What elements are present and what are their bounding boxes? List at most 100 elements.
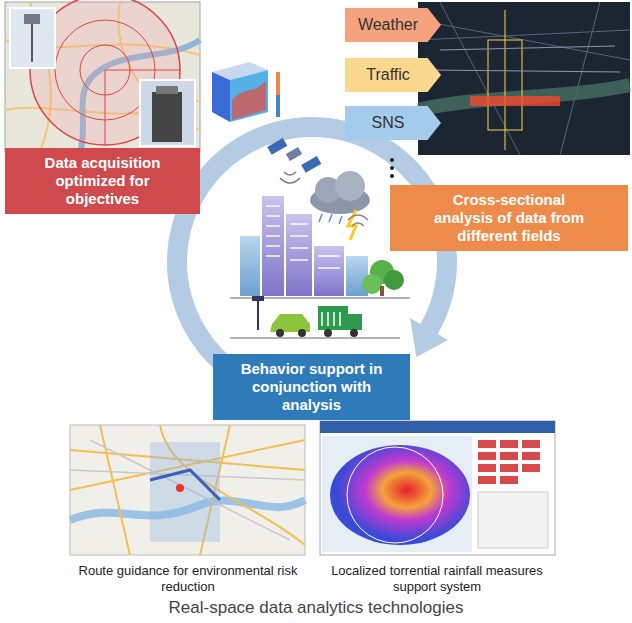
illustration-line [105, 70, 180, 71]
illustration-polygon [230, 70, 268, 122]
cycle-arrow [177, 127, 448, 379]
text-wrap: Data acquisition optimized for objective… [33, 154, 172, 208]
process-box: Cross-sectional analysis of data from di… [390, 185, 628, 251]
illustration-circle [298, 329, 306, 337]
illustration-rect [286, 147, 302, 161]
car [270, 314, 310, 337]
figure-caption: Real-space data analytics technologies [0, 598, 632, 618]
process-box: Data acquisition optimized for objective… [5, 148, 200, 214]
data-cube [212, 62, 280, 122]
illustration-rect [380, 286, 384, 296]
illustration-rect [24, 14, 40, 24]
box-label: Behavior support in conjunction with ana… [231, 360, 392, 414]
illustration-circle [324, 329, 332, 337]
illustration-circle [335, 171, 365, 201]
data-tag: SNS [345, 106, 441, 140]
illustration-rect [267, 138, 287, 155]
illustration-rect [500, 440, 518, 448]
illustration-rect [314, 246, 344, 296]
cloud [310, 171, 370, 240]
illustration-path [418, 2, 630, 155]
tag-arrow [345, 8, 441, 42]
illustration-ellipse [330, 445, 470, 545]
text-wrap: Traffic [366, 65, 410, 84]
illustration-circle [390, 174, 394, 178]
illustration-circle [347, 447, 443, 543]
illustration-path [322, 312, 340, 326]
illustration-rect [478, 492, 548, 548]
process-box: Behavior support in conjunction with ana… [213, 354, 410, 420]
text-wrap: SNS [372, 113, 405, 132]
illustration-path [70, 425, 305, 555]
illustration-polygon [212, 72, 230, 122]
illustration-circle [276, 329, 284, 337]
illustration-rect [320, 421, 555, 433]
illustration-path [266, 206, 340, 268]
illustration-circle [176, 484, 184, 492]
text-wrap: Cross-sectional analysis of data from di… [426, 191, 592, 245]
illustration-rect [522, 452, 540, 460]
text-wrap: Behavior support in conjunction with ana… [231, 360, 392, 414]
illustration-line [257, 300, 259, 330]
illustration-line [230, 338, 400, 339]
illustration-rect [478, 464, 496, 472]
illustration-line [105, 70, 106, 145]
illustration-path [348, 215, 368, 226]
route-map-screenshot [70, 425, 305, 555]
illustration-rect [318, 306, 348, 330]
illustration-path [319, 214, 342, 224]
illustration-path [177, 127, 447, 379]
illustration-rect [152, 92, 182, 142]
illustration-path [232, 80, 266, 120]
illustration-rect [500, 452, 518, 460]
tag-arrow [345, 58, 441, 92]
city-illustration [230, 138, 410, 338]
illustration-rect [418, 2, 630, 155]
illustration-rect [522, 464, 540, 472]
illustration-rect [320, 421, 555, 555]
illustration-rect [478, 440, 496, 448]
illustration-circle [390, 158, 394, 162]
screenshot-label: Localized torrential rainfall measures s… [330, 563, 545, 594]
illustration-path [280, 172, 300, 183]
illustration-rect [348, 314, 362, 330]
illustration-rect [10, 8, 55, 68]
analysis-screenshot [418, 2, 630, 155]
illustration-rect [488, 40, 522, 130]
data-tag: Weather [345, 8, 441, 42]
illustration-path [418, 85, 630, 110]
illustration-path [270, 314, 310, 332]
tag-label: Traffic [366, 65, 410, 84]
text-wrap: Weather [358, 15, 418, 34]
illustration-circle [390, 166, 394, 170]
illustration-circle [362, 274, 382, 294]
illustration-path [430, 46, 620, 72]
illustration-rect [240, 236, 260, 296]
illustration-rect [301, 156, 321, 173]
illustration-rect [322, 436, 472, 552]
illustration-circle [384, 270, 404, 290]
screenshot-label: Route guidance for environmental risk re… [76, 563, 301, 594]
illustration-g [478, 440, 540, 484]
illustration-rect [286, 214, 312, 296]
illustration-polygon [410, 318, 448, 357]
truck [318, 306, 362, 337]
illustration-line [505, 10, 506, 150]
illustration-rect [150, 442, 220, 542]
data-tag: Traffic [345, 58, 441, 92]
illustration-rect [140, 80, 195, 146]
illustration-rect [478, 452, 496, 460]
tag-label: SNS [372, 113, 405, 132]
illustration-rect [478, 476, 496, 484]
box-label: Data acquisition optimized for objective… [33, 154, 172, 208]
satellite [267, 138, 321, 183]
illustration-path [150, 470, 220, 500]
illustration-rect [500, 476, 518, 484]
more-dots [390, 158, 394, 178]
tag-arrow [345, 106, 441, 140]
illustration-rect [70, 425, 305, 555]
illustration-rect [156, 86, 178, 94]
illustration-rect [276, 95, 280, 117]
